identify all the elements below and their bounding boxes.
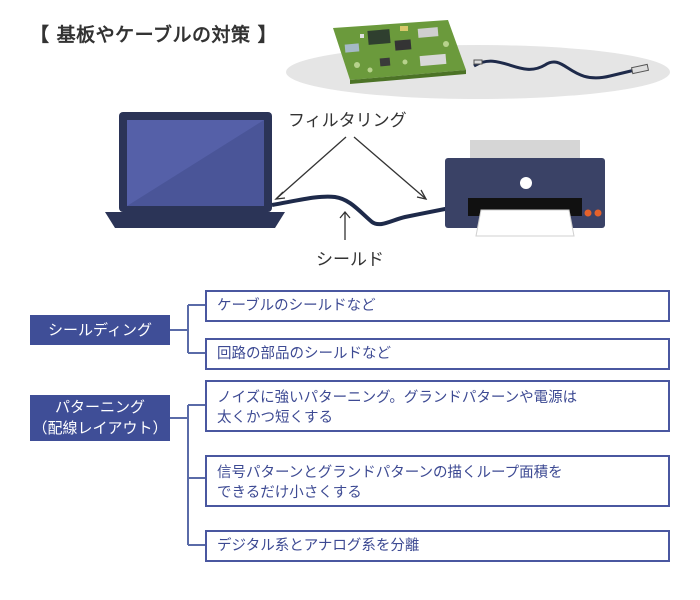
category-shielding: シールディング	[30, 315, 170, 345]
circuit-board-icon	[333, 20, 466, 84]
category-label: パターニング	[54, 398, 145, 416]
printer-icon	[445, 140, 605, 237]
patterning-item-ground: ノイズに強いパターニング。グランドパターンや電源は 太くかつ短くする	[205, 380, 670, 432]
laptop-icon	[105, 112, 285, 228]
shielding-item-cable: ケーブルのシールドなど	[205, 290, 670, 322]
patterning-item-separate: デジタル系とアナログ系を分離	[205, 530, 670, 562]
shield-cable	[271, 194, 451, 227]
filtering-arrows	[274, 136, 428, 240]
category-label: シールディング	[48, 320, 152, 339]
page-title: 【 基板やケーブルの対策 】	[30, 24, 278, 46]
board-cable	[473, 59, 636, 80]
shield-label: シールド	[316, 250, 384, 270]
category-sublabel: （配線レイアウト）	[32, 419, 168, 437]
filtering-label: フィルタリング	[288, 111, 407, 131]
category-patterning: パターニング （配線レイアウト）	[30, 395, 170, 441]
connector-lines	[170, 304, 205, 546]
patterning-item-loop: 信号パターンとグランドパターンの描くループ面積を できるだけ小さくする	[205, 455, 670, 507]
shielding-item-parts: 回路の部品のシールドなど	[205, 338, 670, 370]
